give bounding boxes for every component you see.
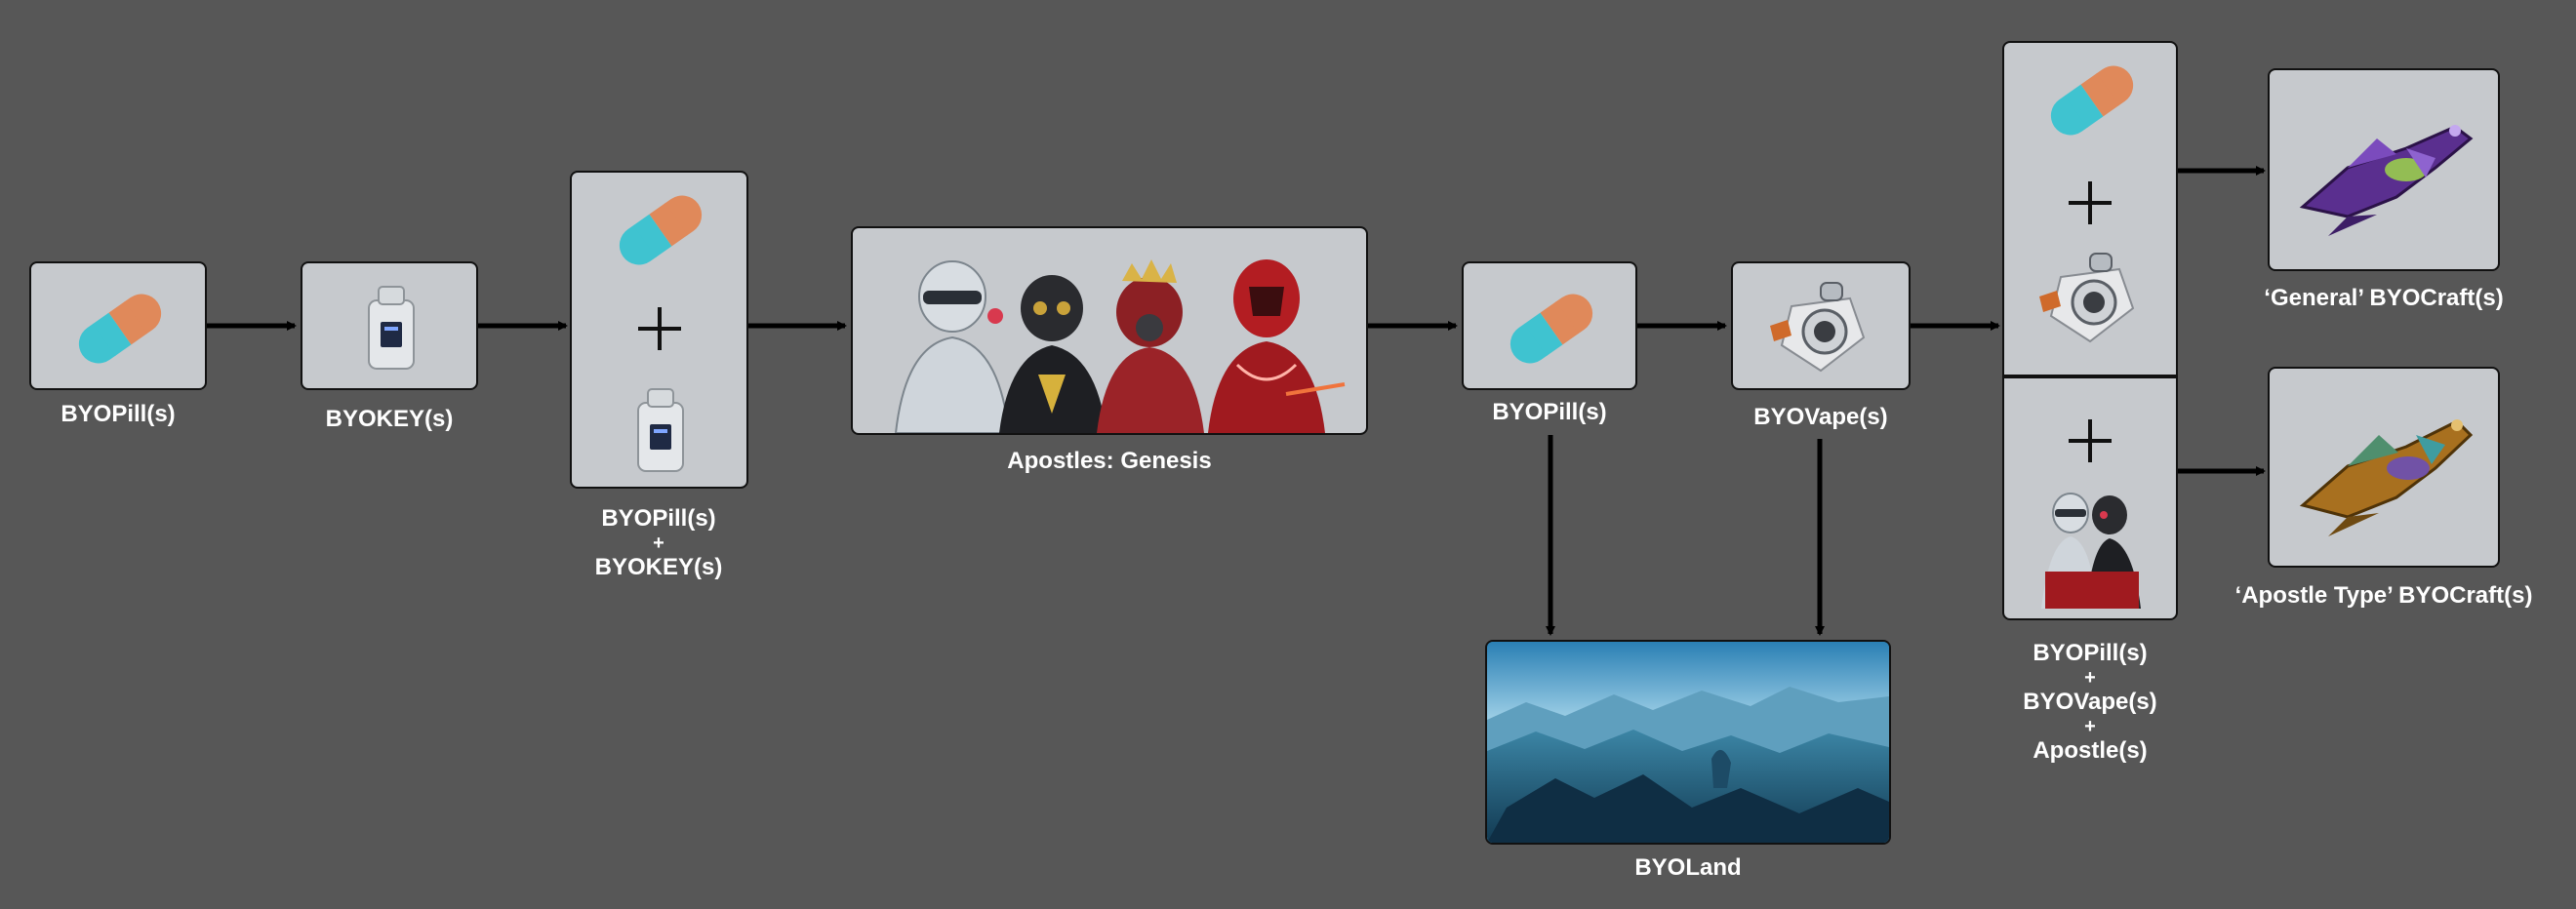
general-craft-node xyxy=(2268,68,2500,271)
vape-device-icon xyxy=(1770,282,1866,373)
pill-icon xyxy=(78,294,162,364)
land-node xyxy=(1485,640,1891,845)
combo2-line-4: + xyxy=(2084,716,2096,737)
vape-node xyxy=(1731,261,1911,390)
combo2-line-1: BYOPill(s) xyxy=(2033,640,2148,666)
vape-label: BYOVape(s) xyxy=(1753,404,1888,430)
pill-label-2: BYOPill(s) xyxy=(1492,399,1607,425)
combo1-line-2: + xyxy=(653,533,664,554)
pill-icon xyxy=(619,195,703,265)
pill-vape-apostle-combo-label: BYOPill(s) + BYOVape(s) + Apostle(s) xyxy=(1992,640,2188,765)
apostles-label: Apostles: Genesis xyxy=(1007,448,1212,474)
key-device-icon xyxy=(637,388,684,472)
apostles-node xyxy=(851,226,1368,435)
combo2-line-5: Apostle(s) xyxy=(2033,737,2148,764)
combo2-line-2: + xyxy=(2084,667,2096,689)
pill-icon xyxy=(1509,294,1593,364)
spacecraft-image xyxy=(2299,419,2474,536)
land-label: BYOLand xyxy=(1634,854,1742,881)
key-node xyxy=(301,261,478,390)
pill-vape-apostle-combo-node xyxy=(2002,41,2178,620)
pill-node-1 xyxy=(29,261,207,390)
combo1-line-1: BYOPill(s) xyxy=(601,505,716,532)
vape-device-icon xyxy=(2039,253,2135,343)
apostle-craft-label: ‘Apostle Type’ BYOCraft(s) xyxy=(2234,582,2533,609)
pill-key-combo-label: BYOPill(s) + BYOKEY(s) xyxy=(561,505,756,581)
plus-icon xyxy=(638,307,681,350)
pill-key-combo-node xyxy=(570,171,748,489)
apostle-craft-node xyxy=(2268,367,2500,568)
combo2-line-3: BYOVape(s) xyxy=(2023,689,2157,715)
landscape-image xyxy=(1487,642,1889,843)
pill-icon xyxy=(2050,65,2134,136)
plus-icon xyxy=(2069,181,2112,224)
plus-icon xyxy=(2069,419,2112,462)
pill-node-2 xyxy=(1462,261,1637,390)
apostle-figures-image xyxy=(2041,493,2141,609)
spacecraft-image xyxy=(2299,125,2474,236)
key-device-icon xyxy=(368,286,415,370)
combo-divider xyxy=(2004,375,2176,378)
general-craft-label: ‘General’ BYOCraft(s) xyxy=(2264,285,2504,311)
combo1-line-3: BYOKEY(s) xyxy=(594,554,723,580)
pill-label-1: BYOPill(s) xyxy=(60,401,176,427)
apostle-figures-image xyxy=(894,259,1346,433)
key-label: BYOKEY(s) xyxy=(325,406,454,432)
